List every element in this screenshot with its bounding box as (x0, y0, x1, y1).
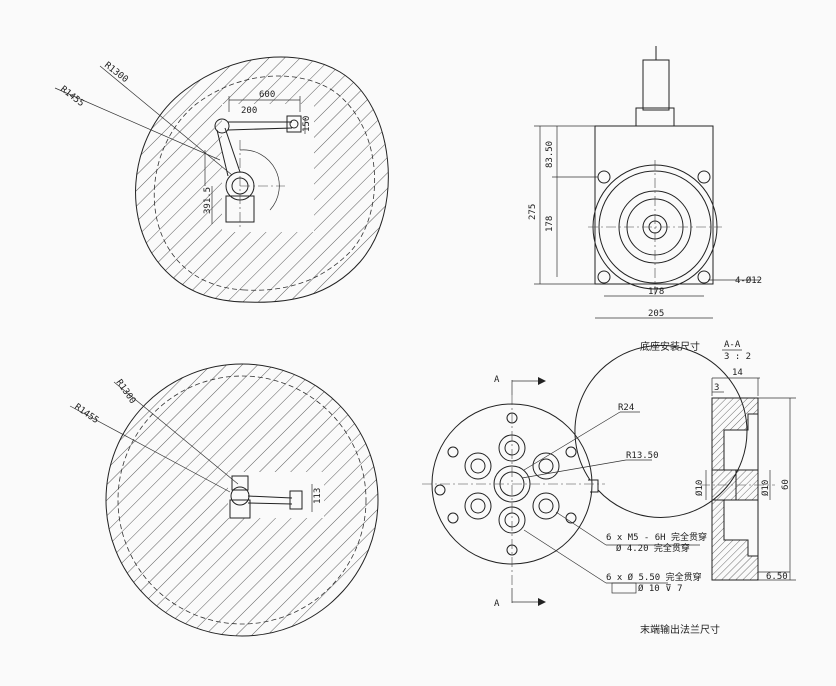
flange-dim-60: 60 (781, 479, 791, 490)
flange-note-drill: Ø 4.20 完全贯穿 (616, 542, 690, 554)
top-r1300-label: R1300 (102, 60, 130, 85)
top-dim-600: 600 (259, 90, 275, 100)
flange-note-thread: 6 x M5 - 6H 完全贯穿 (606, 531, 707, 543)
section-label-bottom: 3 : 2 (724, 352, 751, 362)
flange-note-hole: 6 x Ø 5.50 完全贯穿 (606, 571, 702, 583)
top-robot-arm (214, 115, 302, 230)
flange-r24: R24 (618, 403, 634, 413)
flange-dim-14: 14 (732, 368, 743, 378)
base-dim-205: 205 (648, 309, 664, 319)
top-r1455-label: R1455 (58, 84, 86, 109)
bottom-workspace-plan: R1455 R1300 113 (69, 363, 379, 637)
flange-r1350: R13.50 (626, 451, 659, 461)
bottom-r1300-label: R1300 (114, 378, 138, 406)
base-caption: 底座安装尺寸 (640, 340, 700, 353)
base-dim-178-horizontal: 178 (648, 287, 664, 297)
base-mounting-view: 275 178 83.50 178 205 4-Ø12 底座安装尺寸 (528, 46, 762, 353)
flange-small-holes (434, 412, 577, 556)
base-holes-label: 4-Ø12 (735, 275, 762, 286)
bottom-robot-arm (229, 475, 313, 519)
flange-dim-d10-left: Ø10 (694, 480, 705, 496)
top-dim-150: 150 (302, 116, 312, 132)
flange-section-view: 14 3 Ø10 Ø10 60 6.50 (694, 368, 796, 582)
top-dim-200: 200 (241, 106, 257, 116)
base-dim-275: 275 (528, 204, 538, 220)
section-mark-top: A (494, 375, 500, 385)
flange-dim-650: 6.50 (766, 572, 788, 582)
section-label-top: A-A (724, 340, 741, 350)
flange-dim-3: 3 (714, 383, 719, 393)
section-mark-bottom: A (494, 599, 500, 609)
base-dim-178-vertical: 178 (545, 216, 555, 232)
flange-dim-d10-right: Ø10 (760, 480, 771, 496)
top-dim-391: 391.5 (203, 187, 213, 214)
flange-note-counterbore: Ø 10 ⊽ 7 (638, 583, 683, 594)
flange-front-view: A A R24 R13.50 6 x M5 - 6H 完全贯穿 Ø 4.20 完… (422, 344, 748, 609)
flange-caption: 末端输出法兰尺寸 (640, 623, 720, 636)
bottom-r1455-label: R1455 (72, 402, 100, 426)
bottom-dim-113: 113 (313, 488, 323, 504)
section-scale-label: A-A 3 : 2 (722, 340, 751, 362)
base-dim-8350: 83.50 (545, 141, 555, 168)
top-workspace-plan: R1455 R1300 600 200 150 391.5 (54, 56, 389, 303)
